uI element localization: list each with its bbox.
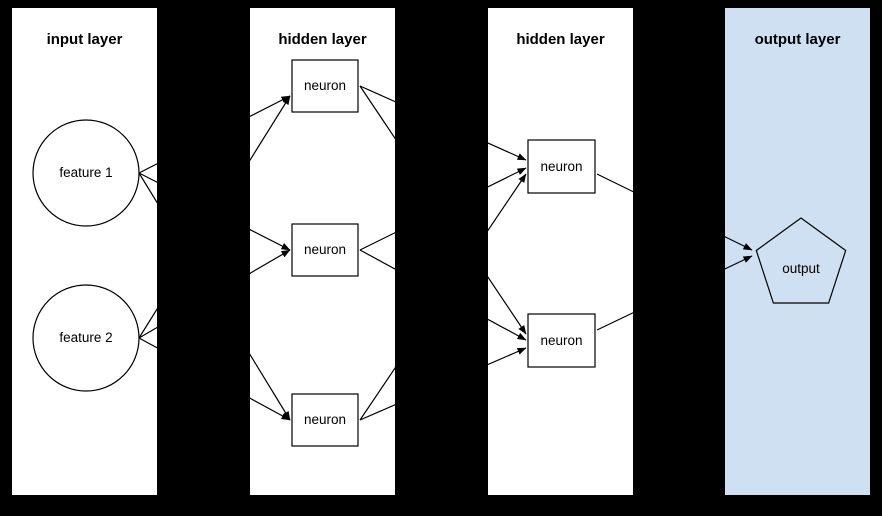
node-hidden2-1[interactable] bbox=[527, 139, 596, 194]
node-input-2[interactable] bbox=[32, 284, 140, 392]
node-hidden1-1[interactable] bbox=[291, 59, 359, 113]
layer-title-output: output layer bbox=[754, 31, 841, 48]
node-output-1[interactable] bbox=[755, 217, 847, 304]
layer-panel-input: input layer bbox=[12, 8, 157, 495]
layer-title-hidden2: hidden layer bbox=[516, 31, 605, 48]
node-hidden2-2[interactable] bbox=[527, 313, 596, 368]
node-input-1[interactable] bbox=[32, 119, 140, 227]
layer-title-input: input layer bbox=[46, 31, 123, 48]
layer-title-hidden1: hidden layer bbox=[278, 31, 367, 48]
node-hidden1-3[interactable] bbox=[291, 393, 359, 447]
node-hidden1-2[interactable] bbox=[291, 223, 359, 277]
